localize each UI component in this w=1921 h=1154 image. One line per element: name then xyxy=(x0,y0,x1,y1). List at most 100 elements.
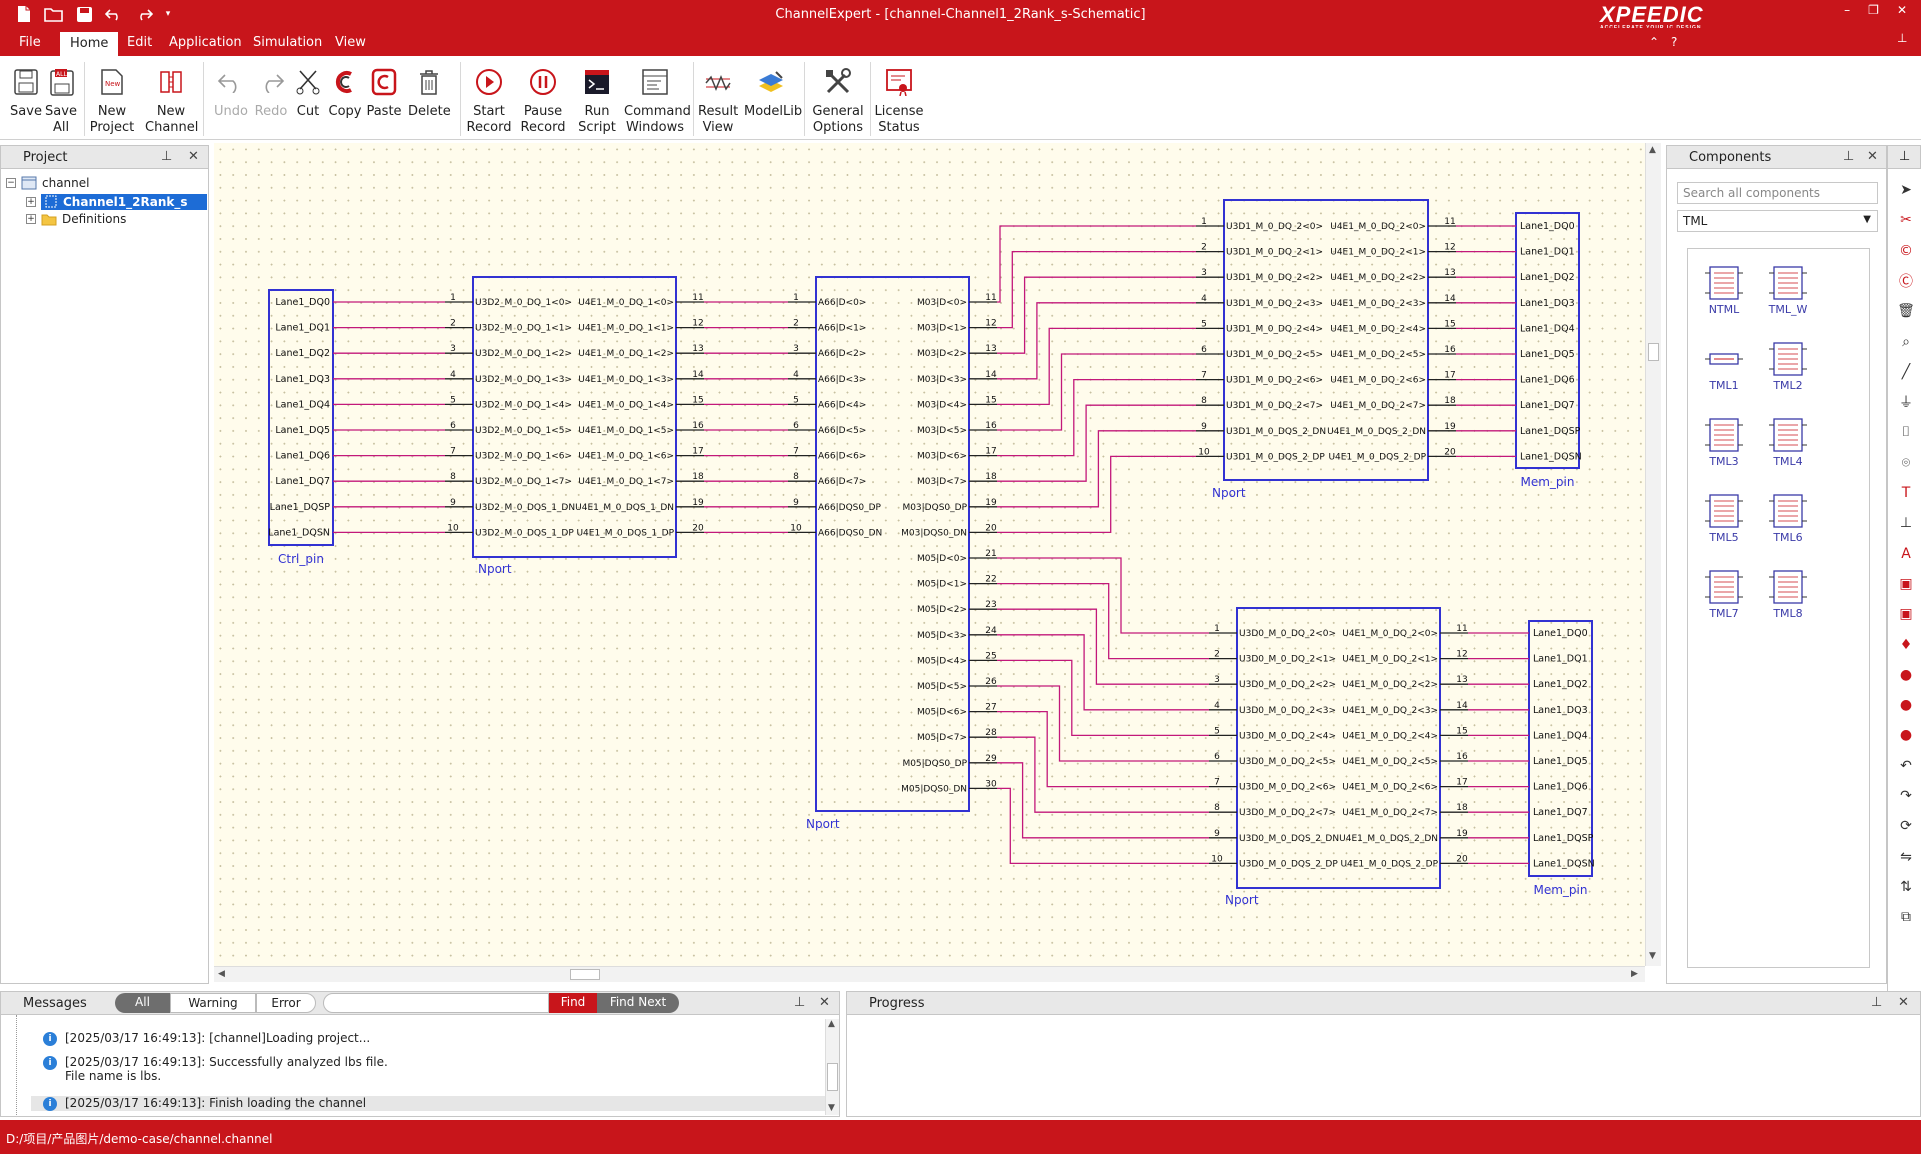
measure-icon[interactable]: ▣ xyxy=(1899,606,1913,623)
rotate-left-icon[interactable]: ↶ xyxy=(1900,757,1912,774)
component-tml8[interactable]: TML8 xyxy=(1758,567,1818,620)
scroll-up-icon[interactable]: ▲ xyxy=(828,1019,835,1029)
component-tml2[interactable]: TML2 xyxy=(1758,339,1818,392)
close-icon[interactable]: ✕ xyxy=(819,995,830,1010)
ribbon-pin-icon[interactable]: ⊥ xyxy=(1897,31,1908,45)
close-icon[interactable]: ✕ xyxy=(1867,149,1878,164)
modellib-button[interactable]: ModelLib xyxy=(744,64,802,120)
tree-item-channel1-2rank-s[interactable]: + Channel1_2Rank_s xyxy=(26,194,207,210)
find-input[interactable] xyxy=(323,993,549,1013)
filter-warning[interactable]: Warning xyxy=(170,993,256,1013)
menu-file[interactable]: File xyxy=(19,35,41,50)
component-category-select[interactable]: TML▼ xyxy=(1677,210,1878,232)
pin-icon[interactable]: ⊥ xyxy=(1843,149,1855,164)
text-icon[interactable]: A xyxy=(1901,545,1911,562)
delete-button[interactable]: Delete xyxy=(408,64,451,120)
tree-item-definitions[interactable]: + Definitions xyxy=(26,212,126,226)
scroll-thumb[interactable] xyxy=(570,969,600,980)
scroll-down-icon[interactable]: ▼ xyxy=(1649,951,1656,961)
scroll-up-icon[interactable]: ▲ xyxy=(1649,145,1656,155)
save-icon[interactable] xyxy=(74,4,94,24)
component-tml5[interactable]: TML5 xyxy=(1694,491,1754,544)
help-icon[interactable]: ? xyxy=(1671,35,1678,49)
group-icon[interactable]: ⧉ xyxy=(1901,909,1911,926)
new-file-icon[interactable] xyxy=(14,4,34,24)
find-button[interactable]: Find xyxy=(549,993,597,1013)
variable-icon[interactable]: ▣ xyxy=(1899,575,1913,592)
copy-icon[interactable]: © xyxy=(1899,242,1913,259)
scroll-thumb[interactable] xyxy=(1648,343,1659,361)
horizontal-scrollbar[interactable]: ◀ ▶ xyxy=(214,966,1645,982)
open-folder-icon[interactable] xyxy=(44,4,64,24)
component-tml7[interactable]: TML7 xyxy=(1694,567,1754,620)
resistor-icon[interactable]: ⌷ xyxy=(1901,424,1911,441)
pin-icon[interactable]: ⊥ xyxy=(794,995,806,1010)
close-icon[interactable]: ✕ xyxy=(1896,3,1907,17)
zoom-icon[interactable]: ⌕ xyxy=(1902,333,1910,350)
paste-icon[interactable]: Ⓒ xyxy=(1899,273,1913,290)
close-icon[interactable]: ✕ xyxy=(1898,995,1909,1010)
menu-application[interactable]: Application xyxy=(169,35,242,50)
tools-pin[interactable]: ⊥ xyxy=(1887,145,1921,169)
marker-icon[interactable]: ♦ xyxy=(1899,636,1913,653)
menu-home[interactable]: Home xyxy=(60,32,119,56)
ground-icon[interactable]: ⊥ xyxy=(1899,515,1913,532)
component-tml6[interactable]: TML6 xyxy=(1758,491,1818,544)
filter-all[interactable]: All xyxy=(115,993,170,1013)
close-icon[interactable]: ✕ xyxy=(188,149,199,164)
component-tml3[interactable]: TML3 xyxy=(1694,415,1754,468)
filter-error[interactable]: Error xyxy=(256,993,316,1013)
pin-icon[interactable]: ⊥ xyxy=(161,149,173,164)
probe-icon[interactable]: ⌾ xyxy=(1901,454,1911,471)
rotate-icon[interactable]: ⟳ xyxy=(1900,818,1912,835)
undo-button[interactable]: Undo xyxy=(213,64,249,120)
selected-tree-item[interactable]: Channel1_2Rank_s xyxy=(41,194,207,210)
pin-icon[interactable]: ⊥ xyxy=(1871,995,1883,1010)
component-tml4[interactable]: TML4 xyxy=(1758,415,1818,468)
flip-horizontal-icon[interactable]: ⇋ xyxy=(1900,848,1912,865)
restore-icon[interactable]: ❐ xyxy=(1868,3,1879,17)
capacitor-icon[interactable]: ⏚ xyxy=(1899,395,1913,412)
voltage-probe-icon[interactable]: ● xyxy=(1899,697,1913,714)
component-tml-w[interactable]: TML_W xyxy=(1758,263,1818,316)
rotate-right-icon[interactable]: ↷ xyxy=(1900,788,1912,804)
tree-item-channel[interactable]: − channel xyxy=(6,176,89,190)
expand-icon[interactable]: + xyxy=(26,214,36,224)
menu-edit[interactable]: Edit xyxy=(127,35,153,50)
flip-vertical-icon[interactable]: ⇅ xyxy=(1900,878,1912,895)
messages-scrollbar[interactable]: ▲ ▼ xyxy=(825,1019,839,1115)
cut-icon[interactable]: ✂ xyxy=(1900,212,1912,229)
component-tml1[interactable]: TML1 xyxy=(1694,339,1754,392)
copy-button[interactable]: Copy xyxy=(328,64,362,120)
minimize-icon[interactable]: – xyxy=(1844,3,1851,17)
collapse-ribbon-icon[interactable]: ⌃ xyxy=(1649,35,1660,49)
customize-icon[interactable]: ▾ xyxy=(165,9,171,19)
undo-icon[interactable] xyxy=(104,4,124,24)
schematic-svg[interactable]: Lane1_DQ0Lane1_DQ1Lane1_DQ2Lane1_DQ3Lane… xyxy=(214,143,1645,966)
scroll-right-icon[interactable]: ▶ xyxy=(1631,969,1638,979)
component-search-input[interactable]: Search all components xyxy=(1677,182,1878,204)
redo-button[interactable]: Redo xyxy=(253,64,289,120)
redo-icon[interactable] xyxy=(134,4,154,24)
port-icon[interactable]: T xyxy=(1901,485,1911,501)
save-button[interactable]: Save xyxy=(10,64,42,120)
scroll-thumb[interactable] xyxy=(827,1063,838,1091)
menu-view[interactable]: View xyxy=(335,35,366,50)
scroll-left-icon[interactable]: ◀ xyxy=(218,969,225,979)
delete-icon[interactable]: 🗑 xyxy=(1897,303,1915,320)
pointer-icon[interactable]: ➤ xyxy=(1900,182,1912,198)
wire-icon[interactable]: ╱ xyxy=(1901,363,1911,380)
vertical-scrollbar[interactable]: ▲ ▼ xyxy=(1645,143,1661,966)
current-source-icon[interactable]: ● xyxy=(1899,727,1913,744)
paste-button[interactable]: Paste xyxy=(366,64,402,120)
